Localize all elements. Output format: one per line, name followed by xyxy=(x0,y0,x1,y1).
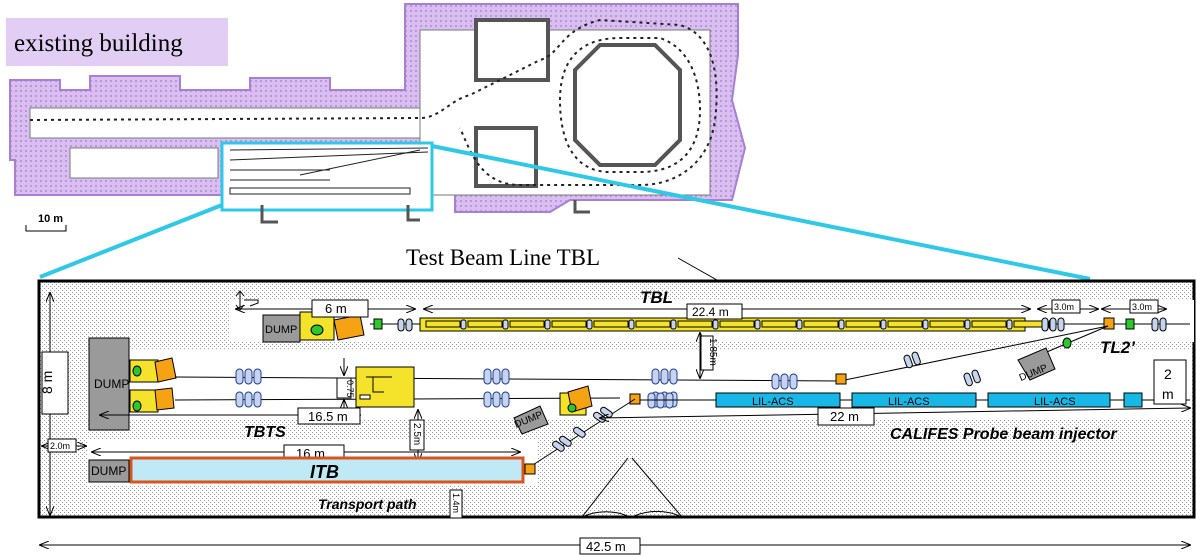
transport-path-label: Transport path xyxy=(318,496,417,512)
dim-3m-b: 3.0m xyxy=(1132,302,1152,312)
quadrupole xyxy=(492,391,501,408)
scale-bar xyxy=(25,225,67,232)
quadrupole xyxy=(660,368,669,385)
dim-0-75: 0.75 xyxy=(345,380,355,398)
tbl-quad xyxy=(838,319,845,330)
tbl-quad xyxy=(712,319,719,330)
tbl-segment xyxy=(593,320,629,328)
quadrupole xyxy=(253,368,262,385)
tbl-segment xyxy=(845,320,881,328)
building-plan: existing building 10 m xyxy=(6,3,747,232)
tbl-segment xyxy=(971,320,1007,328)
dim-2-0m: 2.0m xyxy=(50,441,70,451)
quadrupole xyxy=(789,373,798,390)
tbl-segment xyxy=(425,320,461,328)
dim-1-85m: 1.85m xyxy=(707,338,718,366)
dim-1-4m: 1.4m xyxy=(451,493,461,513)
tl2-label: TL2’ xyxy=(1100,338,1135,357)
quadrupole xyxy=(235,391,244,408)
tbl-quad xyxy=(754,319,761,330)
tbl-segment xyxy=(761,320,797,328)
tbl-segment xyxy=(635,320,671,328)
quadrupole xyxy=(780,373,789,390)
lil-acs-3-label: LIL-ACS xyxy=(1034,396,1076,408)
tbl-quad xyxy=(460,319,467,330)
quadrupole xyxy=(492,368,501,385)
dim-3m-a: 3.0m xyxy=(1054,302,1074,312)
itb-beamline xyxy=(129,456,525,484)
tbl-quad xyxy=(502,319,509,330)
dim-22-4m: 22.4 m xyxy=(692,305,729,319)
lil-acs-1-label: LIL-ACS xyxy=(752,396,794,408)
zoom-line-right xyxy=(431,144,1091,281)
zoom-line-left xyxy=(39,203,223,279)
scale-label: 10 m xyxy=(38,213,63,225)
quadrupole xyxy=(501,368,510,385)
tbl-quad xyxy=(796,319,803,330)
tbl-segment xyxy=(887,320,923,328)
dim-6m: 6 m xyxy=(325,301,347,316)
quadrupole xyxy=(651,368,660,385)
tbts-box xyxy=(355,366,415,408)
lil-acs-2-label: LIL-ACS xyxy=(888,396,930,408)
tbl-quad xyxy=(670,319,677,330)
quadrupole xyxy=(253,391,262,408)
tbl-quad xyxy=(964,319,971,330)
zoom-region xyxy=(220,141,434,212)
quadrupole xyxy=(669,368,678,385)
tbl-segment xyxy=(509,320,545,328)
tbl-segment xyxy=(719,320,755,328)
tbl-segment xyxy=(929,320,965,328)
legend-text: existing building xyxy=(14,30,183,57)
detailed-layout: DUMP TBL 6 m 22.4 m 3.0m 3.0m xyxy=(37,279,1196,519)
tbl-quad xyxy=(880,319,887,330)
dim-16-5m: 16.5 m xyxy=(308,409,348,424)
quadrupole xyxy=(771,373,780,390)
quadrupole xyxy=(235,368,244,385)
tbts-label: TBTS xyxy=(244,424,286,441)
quadrupole xyxy=(501,391,510,408)
dim-22m: 22 m xyxy=(830,409,859,424)
tbts-dump-label: DUMP xyxy=(94,377,129,391)
dim-2-5m: 2.5m xyxy=(411,423,422,445)
tbl-segment xyxy=(551,320,587,328)
tbl-quad xyxy=(628,319,635,330)
dim-2m-unit: m xyxy=(1162,386,1174,402)
tbl-segment xyxy=(677,320,713,328)
dim-2m: 2 xyxy=(1164,366,1172,382)
itb-dump-label: DUMP xyxy=(91,464,126,478)
tbl-dump-label: DUMP xyxy=(265,324,297,336)
tbl-quad xyxy=(1006,319,1013,330)
califes-label: CALIFES Probe beam injector xyxy=(890,426,1117,443)
dim-8m: 8 m xyxy=(39,371,55,394)
itb-dump xyxy=(88,459,130,483)
test-beam-line-title: Test Beam Line TBL xyxy=(406,245,600,270)
itb-label: ITB xyxy=(310,462,339,482)
tbl-quad xyxy=(544,319,551,330)
tbl-segment xyxy=(467,320,503,328)
tbl-quads xyxy=(425,319,1055,330)
tbl-quad xyxy=(586,319,593,330)
quadrupole xyxy=(483,391,492,408)
tbl-label: TBL xyxy=(640,288,673,307)
dim-42-5m: 42.5 m xyxy=(586,539,626,554)
legend-box xyxy=(6,18,228,66)
quadrupole xyxy=(244,368,253,385)
tbl-segment xyxy=(803,320,839,328)
quadrupole xyxy=(244,391,253,408)
quadrupole xyxy=(483,368,492,385)
tbl-quad xyxy=(922,319,929,330)
tbl-dump xyxy=(262,314,301,343)
